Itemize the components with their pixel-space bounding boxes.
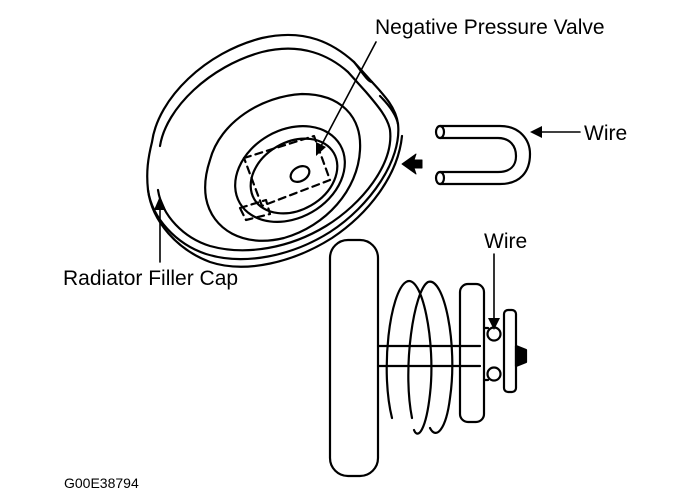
leader-negative-pressure-valve — [319, 41, 377, 149]
stem-nut — [514, 344, 528, 368]
wire-inner — [438, 136, 518, 174]
figure-code: G00E38794 — [64, 475, 139, 491]
insert-arrow — [401, 153, 423, 175]
valve-assembly — [328, 238, 528, 478]
label-negative-pressure-valve: Negative Pressure Valve — [375, 16, 605, 39]
valve-stem — [376, 344, 482, 368]
wire-clip — [434, 124, 532, 186]
spring — [385, 280, 454, 435]
label-wire-lower: Wire — [484, 230, 528, 253]
label-radiator-filler-cap: Radiator Filler Cap — [63, 267, 239, 290]
label-wire-upper: Wire — [584, 122, 628, 145]
cap-flange-rim — [156, 47, 392, 252]
negative-pressure-valve — [238, 134, 332, 222]
cap-side-band — [146, 134, 404, 268]
valve-plate — [458, 282, 486, 424]
valve-center — [289, 165, 311, 183]
wire-outer — [438, 124, 532, 186]
wire-ball-bottom — [486, 366, 502, 382]
leader-lines — [154, 41, 581, 330]
cap-body — [204, 92, 362, 242]
seal-ring — [234, 125, 346, 223]
valve-retainer — [502, 308, 518, 394]
radiator-filler-cap — [146, 33, 404, 268]
valve-disc — [328, 238, 380, 478]
